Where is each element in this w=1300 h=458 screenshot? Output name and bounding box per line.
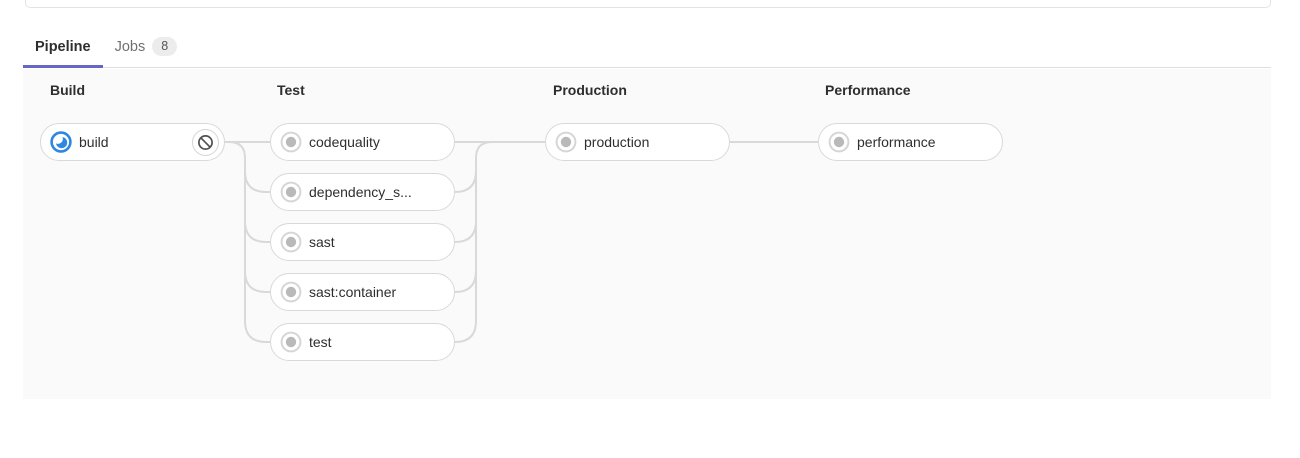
- tab-jobs-label: Jobs: [114, 38, 146, 55]
- created-status-icon: [280, 281, 302, 303]
- job-label: sast: [309, 234, 335, 250]
- job-pill-test[interactable]: test: [270, 323, 455, 361]
- running-status-icon: [50, 131, 72, 153]
- jobs-count-badge: 8: [152, 37, 178, 56]
- job-pill-dependency-scanning[interactable]: dependency_s...: [270, 173, 455, 211]
- job-pill-sast-container[interactable]: sast:container: [270, 273, 455, 311]
- cancel-job-button[interactable]: [192, 128, 219, 156]
- created-status-icon: [828, 131, 850, 153]
- job-label: dependency_s...: [309, 184, 412, 200]
- ban-icon: [198, 134, 213, 150]
- stage-header-production: Production: [553, 82, 627, 98]
- job-pill-production[interactable]: production: [545, 123, 730, 161]
- created-status-icon: [280, 131, 302, 153]
- pipeline-graph: Build Test Production Performance: [23, 69, 1271, 399]
- stage-connector-lines: [225, 141, 818, 343]
- tab-pipeline-label: Pipeline: [35, 38, 91, 55]
- pipeline-tabs: Pipeline Jobs 8: [23, 28, 1271, 68]
- job-pill-codequality[interactable]: codequality: [270, 123, 455, 161]
- job-pill-build[interactable]: build: [40, 123, 225, 161]
- job-label: codequality: [309, 134, 380, 150]
- job-label: performance: [857, 134, 936, 150]
- stage-header-test: Test: [277, 82, 305, 98]
- created-status-icon: [280, 181, 302, 203]
- stage-header-performance: Performance: [825, 82, 911, 98]
- created-status-icon: [280, 331, 302, 353]
- job-pill-sast[interactable]: sast: [270, 223, 455, 261]
- job-pill-performance[interactable]: performance: [818, 123, 1003, 161]
- stage-header-build: Build: [50, 82, 85, 98]
- tab-jobs[interactable]: Jobs 8: [103, 28, 190, 68]
- job-label: test: [309, 334, 332, 350]
- tab-pipeline[interactable]: Pipeline: [23, 28, 103, 68]
- job-label: build: [79, 134, 109, 150]
- job-label: sast:container: [309, 284, 397, 300]
- created-status-icon: [280, 231, 302, 253]
- pipeline-summary-card-edge: [25, 0, 1271, 8]
- created-status-icon: [555, 131, 577, 153]
- job-label: production: [584, 134, 650, 150]
